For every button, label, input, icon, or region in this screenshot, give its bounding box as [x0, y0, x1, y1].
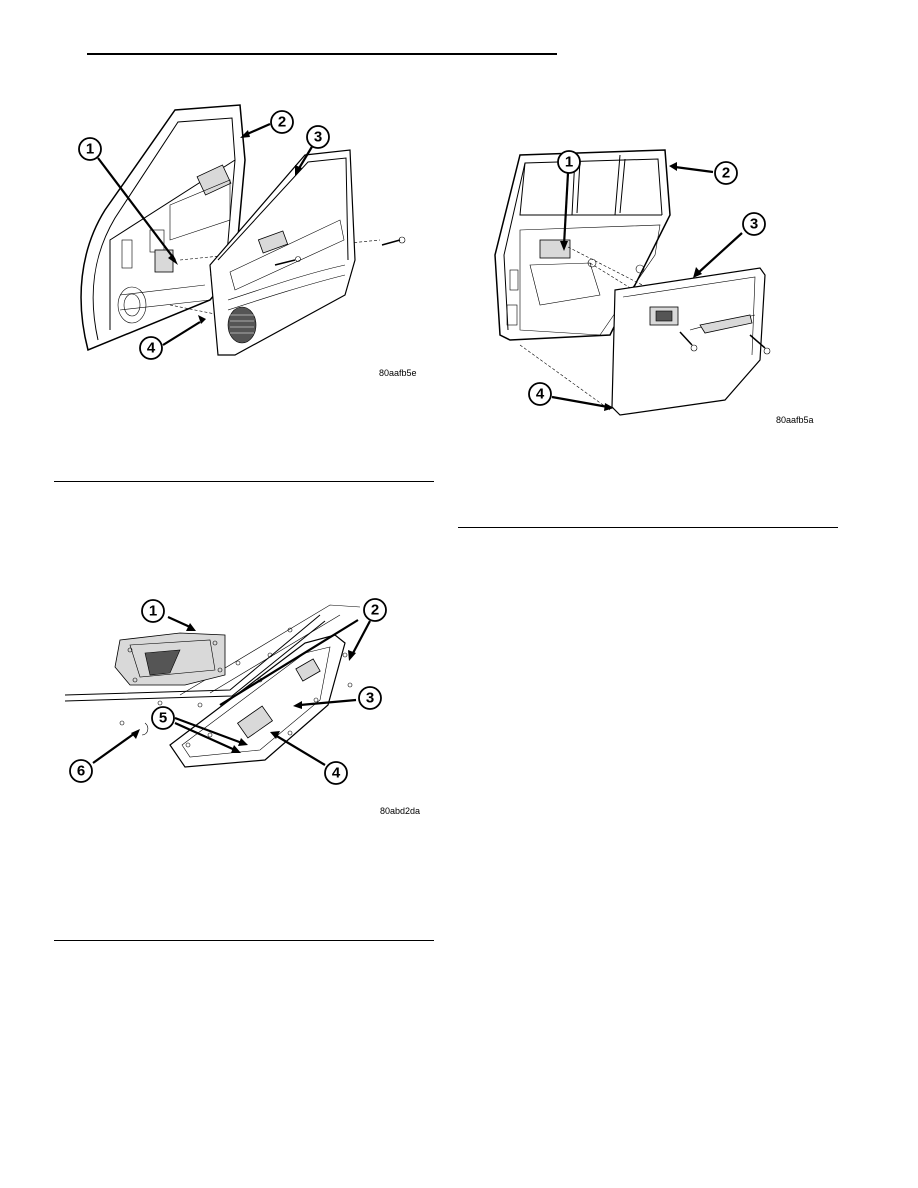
callout-1: 1	[557, 150, 581, 174]
callout-4: 4	[139, 336, 163, 360]
callout-label: 6	[77, 763, 85, 780]
callout-label: 4	[536, 386, 545, 403]
callout-4: 4	[528, 382, 552, 406]
callout-5: 5	[151, 706, 175, 730]
front-door-illustration: 1 2 3 4	[78, 104, 406, 360]
figure-door-handle-bezel: 1 2 3 4 5 6	[60, 595, 430, 795]
callout-1: 1	[141, 599, 165, 623]
callout-label: 4	[147, 340, 156, 357]
rear-door-illustration: 1 2 3 4	[494, 149, 771, 416]
callout-label: 5	[159, 710, 167, 727]
section-rule-left-2	[54, 940, 434, 941]
callout-2: 2	[270, 110, 294, 134]
figure-front-door-trim-panel: 1 2 3 4	[60, 100, 430, 390]
callout-label: 3	[366, 690, 374, 707]
figure-code-handle-bezel: 80abd2da	[380, 806, 421, 816]
callout-label: 1	[149, 603, 157, 620]
section-rule-left-1	[54, 481, 434, 482]
callout-1: 1	[78, 137, 102, 161]
callout-label: 4	[332, 765, 341, 782]
callout-label: 1	[565, 154, 573, 171]
callout-label: 2	[722, 165, 730, 182]
figure-code-rear-door: 80aafb5a	[776, 415, 814, 425]
callout-label: 2	[371, 602, 379, 619]
callout-label: 2	[278, 114, 286, 131]
figure-code-front-door: 80aafb5e	[379, 368, 417, 378]
header-rule	[87, 53, 557, 55]
callout-label: 3	[750, 216, 758, 233]
callout-6: 6	[69, 759, 93, 783]
callout-label: 1	[86, 141, 94, 158]
callout-3: 3	[742, 212, 766, 236]
callout-3: 3	[306, 125, 330, 149]
callout-2: 2	[714, 161, 738, 185]
section-rule-right-1	[458, 527, 838, 528]
callout-3: 3	[358, 686, 382, 710]
callout-2: 2	[363, 598, 387, 622]
handle-bezel-illustration: 1 2 3 4 5 6	[64, 598, 387, 785]
callout-4: 4	[324, 761, 348, 785]
figure-rear-door-trim-panel: 1 2 3 4	[480, 145, 800, 425]
callout-label: 3	[314, 129, 322, 146]
